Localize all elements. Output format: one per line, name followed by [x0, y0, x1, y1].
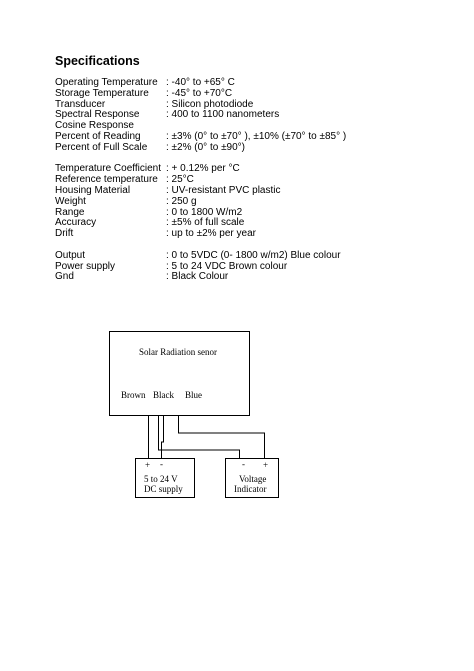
spec-value: : 400 to 1100 nanometers — [166, 109, 280, 121]
spec-label: Range — [55, 206, 85, 218]
spec-label: Output — [55, 249, 86, 261]
spec-label: Weight — [55, 195, 86, 207]
spec-value: : up to ±2% per year — [166, 228, 256, 240]
dc-supply-box — [135, 458, 195, 498]
spec-value: : 250 g — [166, 195, 197, 207]
spec-label: Operating Temperature — [55, 77, 158, 88]
spec-label: Storage Temperature — [55, 87, 149, 99]
spec-label: Reference temperature — [55, 174, 158, 186]
wire-label-blue: Blue — [185, 390, 202, 400]
indicator-minus-label: - — [242, 459, 245, 469]
supply-label-line2: DC supply — [144, 484, 183, 494]
spec-value: : -45° to +70°C — [166, 87, 233, 99]
spec-value: : UV-resistant PVC plastic — [166, 184, 281, 196]
voltage-indicator-box — [225, 458, 279, 498]
indicator-label-line2: Indicator — [234, 484, 267, 494]
spec-label: Cosine Response — [55, 120, 134, 132]
page-title: Specifications — [55, 54, 140, 68]
spec-label: Housing Material — [55, 184, 131, 196]
spec-label: Transducer — [55, 98, 106, 110]
indicator-plus-label: + — [263, 460, 269, 470]
spec-label: Temperature Coefficient — [55, 163, 161, 175]
spec-label: Percent of Full Scale — [55, 141, 148, 153]
supply-label-line1: 5 to 24 V — [144, 474, 178, 484]
spec-label: Gnd — [55, 271, 74, 283]
supply-minus-label: - — [160, 459, 163, 469]
spec-value: : -40° to +65° C — [166, 77, 235, 88]
spec-label: Spectral Response — [55, 109, 140, 121]
wire-blue-to-indicator — [178, 416, 265, 458]
spec-value: : 0 to 5VDC (0- 1800 w/m2) Blue colour — [166, 249, 341, 261]
spec-value: : 5 to 24 VDC Brown colour — [166, 260, 288, 272]
wire-black — [158, 416, 240, 458]
spec-label: Percent of Reading — [55, 130, 141, 142]
spec-value: : Silicon photodiode — [166, 98, 254, 110]
sensor-box — [109, 331, 250, 416]
spec-value: : ±5% of full scale — [166, 217, 245, 229]
spec-label: Drift — [55, 228, 74, 240]
wire-blue — [161, 416, 164, 458]
spec-value: : 0 to 1800 W/m2 — [166, 206, 243, 218]
spec-value: : 25°C — [166, 174, 194, 186]
wire-label-brown: Brown — [121, 390, 146, 400]
spec-value: : ±3% (0° to ±70° ), ±10% (±70° to ±85° … — [166, 130, 347, 142]
supply-plus-label: + — [145, 460, 151, 470]
sensor-label: Solar Radiation senor — [139, 347, 217, 357]
spec-value: : ±2% (0° to ±90°) — [166, 141, 246, 153]
wire-label-black: Black — [153, 390, 174, 400]
spec-label: Accuracy — [55, 217, 97, 229]
spec-value: : Black Colour — [166, 271, 229, 283]
indicator-label-line1: Voltage — [239, 474, 267, 484]
spec-label: Power supply — [55, 260, 116, 272]
spec-value: : + 0.12% per °C — [166, 163, 240, 175]
